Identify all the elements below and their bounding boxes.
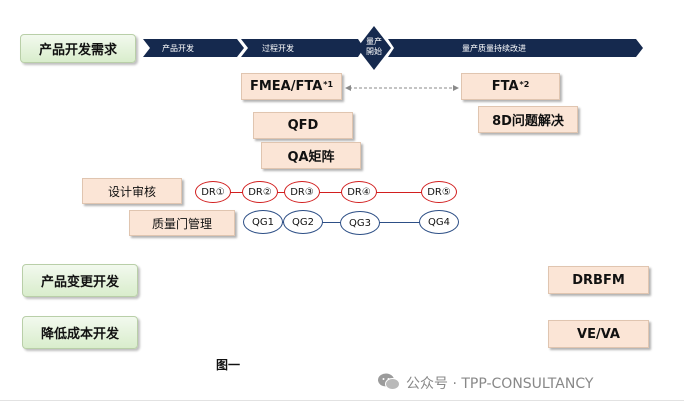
fmea-note: *1 [323,80,334,89]
stage1-label: 产品开发 [162,44,194,53]
cost-reduction-box: 降低成本开发 [22,316,138,349]
milestone-label: 量产 開始 [366,37,382,56]
figure-caption: 图一 [216,358,241,372]
qg-node-3-label: QG3 [349,217,371,229]
qg-node-1: QG1 [243,210,283,234]
design-review-label: 设计审核 [107,184,156,199]
design-review-box: 设计审核 [82,178,182,204]
veva-box: VE/VA [548,320,649,348]
footer-watermark: 公众号 · TPP-CONSULTANCY [406,376,594,392]
dr-node-5-label: DR⑤ [427,186,451,198]
fmea-fta-box: FMEA/FTA*1 [241,73,342,100]
product-change-label: 产品变更开发 [40,275,119,290]
stage2-label: 过程开发 [262,44,294,53]
quality-gate-box: 质量门管理 [129,210,235,236]
milestone-diamond [357,26,391,70]
dr-node-2: DR② [242,181,278,203]
qa-matrix-label: QA矩阵 [287,150,335,165]
dr-node-5: DR⑤ [421,181,457,203]
stage1-chevron [143,39,244,57]
wechat-icon [378,373,400,390]
fmea-fta-label: FMEA/FTA [249,79,323,94]
qg-node-2: QG2 [283,210,323,234]
dashed-arrowhead-left [345,85,351,91]
qfd-label: QFD [287,118,319,133]
qg-node-3: QG3 [340,211,380,235]
cost-reduction-label: 降低成本开发 [40,327,119,342]
dr-node-4: DR④ [341,181,377,203]
stage3-chevron [388,39,643,57]
product-demand-label: 产品开发需求 [38,43,117,58]
dr-node-1-label: DR① [201,186,225,198]
dr-node-3: DR③ [284,181,320,203]
veva-label: VE/VA [577,326,620,342]
drbfm-box: DRBFM [548,266,649,294]
dr-node-4-label: DR④ [347,186,371,198]
dr-node-1: DR① [195,181,231,203]
8d-problem-box: 8D问题解决 [478,106,578,133]
qg-node-4: QG4 [419,210,459,234]
dr-node-3-label: DR③ [290,186,314,198]
product-change-box: 产品变更开发 [22,264,138,297]
qfd-box: QFD [253,112,353,139]
drbfm-label: DRBFM [572,272,625,288]
stage2-chevron [241,39,364,57]
bottom-rule [0,400,684,401]
qg-node-4-label: QG4 [428,216,450,228]
fta-box: FTA*2 [461,73,560,100]
stage3-label: 量产质量持续改进 [462,44,526,53]
dashed-arrowhead-right [453,85,459,91]
dr-node-2-label: DR② [248,186,272,198]
product-demand-box: 产品开发需求 [20,34,136,63]
dr-connector-line [215,192,450,193]
fta-label: FTA [491,79,519,94]
qg-node-1-label: QG1 [252,216,274,228]
quality-gate-label: 质量门管理 [151,216,212,231]
8d-problem-label: 8D问题解决 [492,114,564,129]
qa-matrix-box: QA矩阵 [261,142,361,169]
qg-node-2-label: QG2 [292,216,314,228]
fta-note: *2 [519,80,530,89]
